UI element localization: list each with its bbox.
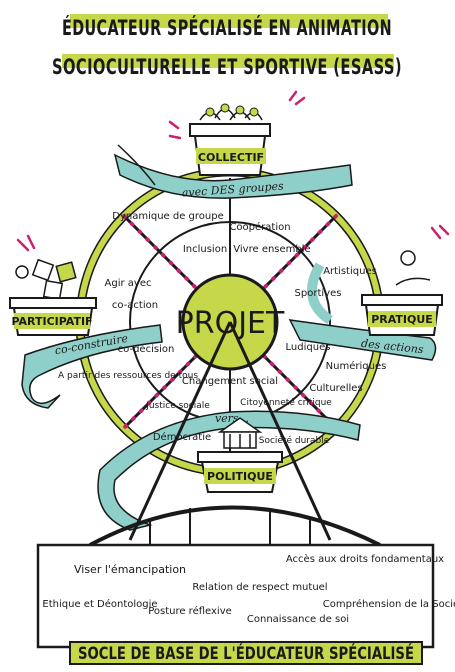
person-icon xyxy=(235,105,245,115)
label-codecision: co-décision xyxy=(118,343,175,355)
base-item-connaissance: Connaissance de soi xyxy=(247,614,349,625)
base-item-emancipation: Viser l'émancipation xyxy=(74,563,186,576)
cabin-politique: POLITIQUE xyxy=(197,417,283,493)
support-leg-left xyxy=(128,321,232,541)
cabin-collectif: COLLECTIF xyxy=(168,90,306,176)
person-icon xyxy=(15,265,29,279)
title-highlight-1 xyxy=(70,14,388,28)
ribbon-right-swirl xyxy=(307,262,333,325)
cabin-participatif-label: PARTICIPATIF xyxy=(11,315,92,328)
label-justice: Justice sociale xyxy=(145,401,210,411)
accent-icon xyxy=(430,224,450,240)
cabin-label-bg xyxy=(14,313,90,329)
ribbon-left xyxy=(21,324,163,409)
support-arch xyxy=(89,505,381,547)
segment-bottom: Changement social Justice sociale Citoye… xyxy=(145,376,332,446)
base-box xyxy=(36,543,435,649)
label-artistiques: Artistiques xyxy=(323,266,377,277)
label-sportives: Sportives xyxy=(295,288,342,299)
base-item-respect: Relation de respect mutuel xyxy=(192,582,327,593)
base-item-comprehension: Compréhension de la Société xyxy=(323,598,455,610)
label-citoyennete: Citoyenneté critique xyxy=(240,397,332,408)
cabin-label-bg xyxy=(204,468,276,484)
ribbons: avec DES groupes co-construire des actio… xyxy=(21,144,437,531)
puzzle-piece-icon xyxy=(55,261,77,283)
label-numeriques: Numériques xyxy=(326,360,387,372)
segment-right: Artistiques Sportives Ludiques Numérique… xyxy=(286,266,387,394)
base-title-bar xyxy=(69,641,423,665)
label-agir: Agir avec xyxy=(105,278,152,289)
accent-icon xyxy=(168,120,182,140)
ribbon-top-fold xyxy=(117,144,156,186)
segment-top: Dynamique de groupe Coopération Inclusio… xyxy=(112,211,310,255)
accent-icon xyxy=(16,234,36,252)
label-cooperation: Coopération xyxy=(229,221,290,233)
title-line-1: ÉDUCATEUR SPÉCIALISÉ EN ANIMATION xyxy=(62,15,392,40)
base-title: SOCLE DE BASE DE L'ÉDUCATEUR SPÉCIALISÉ xyxy=(78,642,414,664)
hand-icon xyxy=(395,277,431,286)
base-socle: Viser l'émancipation Accès aux droits fo… xyxy=(36,543,455,665)
label-vivre: Vivre ensemble xyxy=(233,244,310,255)
person-icon xyxy=(205,107,215,117)
lightbulb-icon xyxy=(400,250,416,266)
label-coaction: co-action xyxy=(112,300,158,311)
cabin-collectif-label: COLLECTIF xyxy=(198,151,264,164)
puzzle-piece-icon xyxy=(42,279,64,301)
base-item-ethique: Ethique et Déontologie xyxy=(42,598,157,610)
cabin-roof xyxy=(9,297,97,309)
base-item-posture: Posture réflexive xyxy=(148,605,232,617)
cabin-participatif: PARTICIPATIF xyxy=(9,234,97,336)
puzzle-piece-icon xyxy=(31,258,55,282)
cabin-pratique-label: PRATIQUE xyxy=(371,313,433,326)
cabin-label-bg xyxy=(196,148,266,164)
title-line-2: SOCIOCULTURELLE ET SPORTIVE (ESASS) xyxy=(52,55,402,79)
title-highlight-2 xyxy=(62,54,394,68)
label-societe: Société durable xyxy=(259,435,330,446)
cabin-roof xyxy=(361,294,443,306)
label-culturelles: Culturelles xyxy=(309,383,362,394)
label-ludiques: Ludiques xyxy=(286,342,331,353)
ribbon-top xyxy=(113,153,353,199)
person-icon xyxy=(249,107,259,117)
label-ressources: A partir des ressources de tous xyxy=(58,371,198,381)
cabin-roof xyxy=(189,123,271,137)
label-dynamique: Dynamique de groupe xyxy=(112,211,224,222)
cabin-politique-label: POLITIQUE xyxy=(207,470,273,483)
title-block: ÉDUCATEUR SPÉCIALISÉ EN ANIMATION SOCIOC… xyxy=(52,14,402,79)
cabin-pratique: PRATIQUE xyxy=(361,224,450,336)
cabin-roof xyxy=(197,451,283,463)
ribbon-right xyxy=(288,319,437,361)
person-icon xyxy=(220,103,230,113)
cabin-label-bg xyxy=(368,311,436,327)
label-inclusion: Inclusion xyxy=(183,244,227,255)
label-democratie: Démocratie xyxy=(153,431,211,443)
label-changement: Changement social xyxy=(182,376,278,387)
base-item-acces-droits: Accès aux droits fondamentaux xyxy=(286,553,444,565)
wheel-support xyxy=(89,321,381,547)
accent-icon xyxy=(288,90,306,106)
support-leg-right xyxy=(228,321,332,541)
segment-left: Agir avec co-action co-décision A partir… xyxy=(58,278,198,381)
